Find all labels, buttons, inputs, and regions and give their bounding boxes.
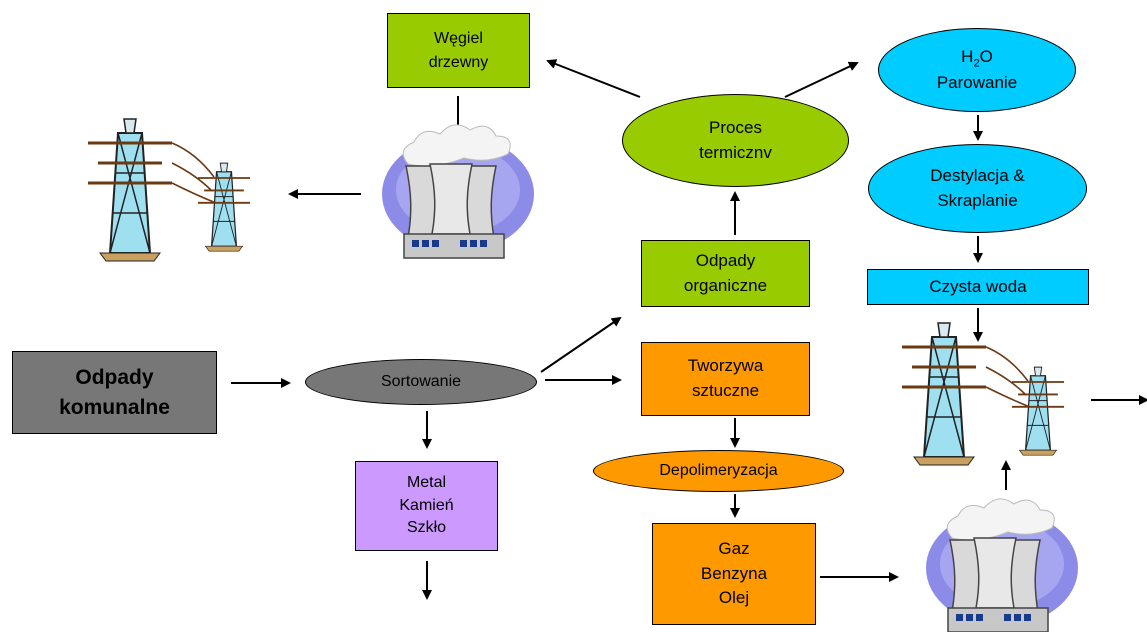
proces-termiczny-ellipse: Proces termicznv bbox=[622, 94, 849, 187]
depolimeryzacja-ellipse: Depolimeryzacja bbox=[593, 450, 844, 492]
metal-kamien-szklo-box: Metal Kamień Szkło bbox=[355, 461, 498, 551]
tworzywa-sztuczne-box: Tworzywa sztuczne bbox=[641, 342, 810, 416]
wegiel-drzewny-box: Węgiel drzewny bbox=[387, 13, 530, 88]
odpady-komunalne-box: Odpady komunalne bbox=[12, 351, 217, 434]
czysta-woda-box: Czysta woda bbox=[867, 269, 1089, 305]
arrow-proces-wegiel bbox=[546, 59, 641, 98]
gaz-benzyna-olej-box: Gaz Benzyna Olej bbox=[652, 523, 816, 625]
power-lines-icon bbox=[902, 323, 1064, 465]
arrow-sortowanie-organiczne bbox=[540, 316, 622, 373]
sortowanie-ellipse: Sortowanie bbox=[305, 359, 537, 405]
power-plant-icon bbox=[925, 498, 1079, 632]
parowanie-label: Parowanie bbox=[936, 73, 1018, 93]
destylacja-skraplanie-ellipse: Destylacja & Skraplanie bbox=[868, 144, 1087, 233]
power-lines-icon bbox=[88, 119, 250, 261]
h2o-parowanie-ellipse: H2O Parowanie bbox=[878, 28, 1076, 112]
arrow-proces-h2o bbox=[784, 61, 859, 98]
odpady-organiczne-box: Odpady organiczne bbox=[641, 240, 810, 307]
h2o-label: H2O bbox=[961, 46, 993, 70]
power-plant-icon bbox=[381, 124, 535, 259]
